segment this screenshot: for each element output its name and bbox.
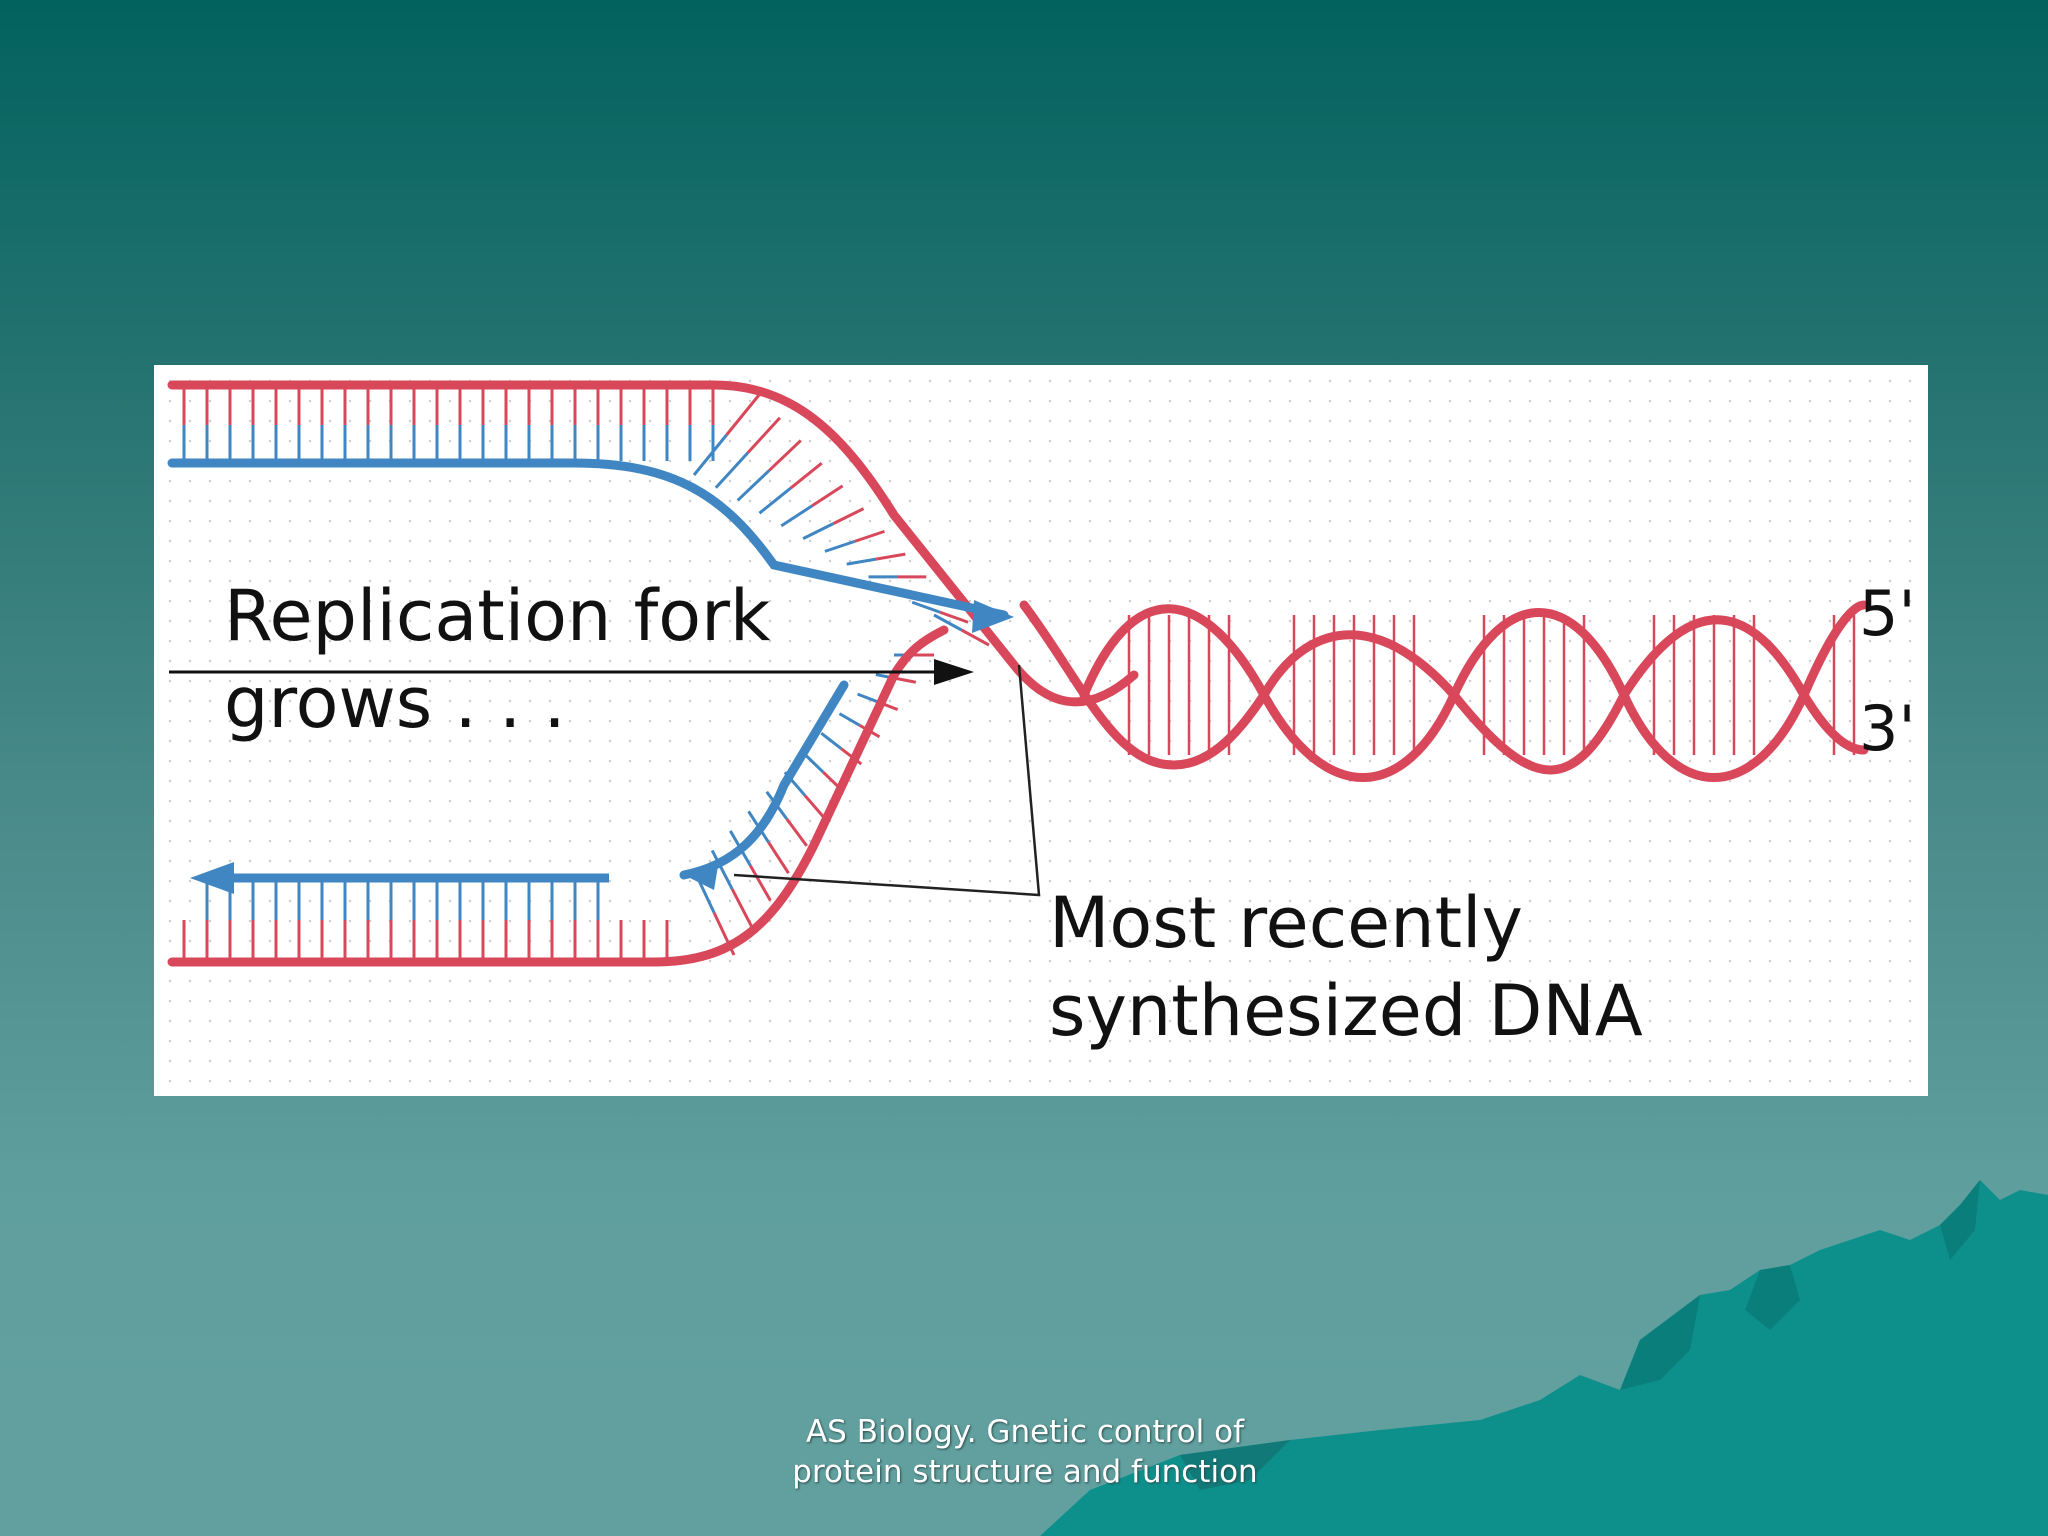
label-synthesized-dna: synthesized DNA <box>1049 970 1643 1052</box>
fork-rung-blue <box>714 451 749 489</box>
bottom-fork-rung-red <box>785 817 808 847</box>
recent-dna-pointer-line <box>733 664 1041 897</box>
fork-direction-arrowhead <box>934 659 974 685</box>
bottom-new-strand-arrowhead-left <box>190 862 234 894</box>
footer-line-2: protein structure and function <box>792 1454 1258 1490</box>
fork-rung-red <box>746 416 782 454</box>
fork-rung-red <box>725 394 761 436</box>
fork-rung-red <box>960 628 990 647</box>
label-most-recently: Most recently <box>1049 882 1523 964</box>
fork-rung-red <box>832 507 865 525</box>
bottom-fork-rung-blue <box>838 712 861 727</box>
label-replication-fork: Replication fork <box>224 575 771 657</box>
fork-rung-blue <box>802 522 834 540</box>
bottom-fork-rung-blue <box>710 849 734 890</box>
fork-rung-red <box>768 439 802 472</box>
top-new-strand <box>167 458 1009 620</box>
fork-rung-blue <box>911 600 941 614</box>
fork-rung-blue <box>692 434 728 476</box>
helix-strand-b <box>1019 600 1869 775</box>
fork-rung-blue <box>780 504 813 528</box>
fork-rung-blue <box>846 557 877 566</box>
fork-rung-blue <box>736 469 771 502</box>
bottom-new-strand-arrowhead-inner <box>684 860 719 890</box>
base-pair-rungs <box>182 387 990 960</box>
fork-rung-red <box>854 529 885 543</box>
bottom-fork-rung-red <box>803 794 827 820</box>
fork-rung-blue <box>758 487 792 515</box>
slide-footer: AS Biology. Gnetic control of protein st… <box>700 1412 1350 1492</box>
fork-rung-red <box>875 552 906 561</box>
bottom-parental-strand <box>167 625 949 967</box>
label-5-prime: 5' <box>1859 577 1916 650</box>
bottom-fork-rung-red <box>749 864 772 902</box>
helix-strand-a <box>1079 600 1869 782</box>
dna-replication-svg: Replication fork grows . . . Most recent… <box>167 380 1916 1052</box>
bottom-fork-rung-red <box>730 888 754 929</box>
bottom-fork-rung-blue <box>820 731 843 750</box>
bottom-fork-rung-red <box>767 841 790 874</box>
fork-rung-blue <box>824 539 856 553</box>
top-new-strand-arrowhead <box>972 600 1014 633</box>
fork-rung-red <box>811 484 844 508</box>
bottom-fork-rung-blue <box>857 692 879 704</box>
dna-replication-diagram: Replication fork grows . . . Most recent… <box>154 365 1928 1096</box>
label-grows: grows . . . <box>224 662 566 744</box>
footer-line-1: AS Biology. Gnetic control of <box>805 1414 1245 1450</box>
fork-rung-red <box>939 610 969 624</box>
bottom-fork-rung-red <box>895 676 917 684</box>
fork-rung-red <box>789 462 823 490</box>
helix-base-pairs <box>1127 615 1856 755</box>
bottom-new-strand-near-fork <box>679 680 849 880</box>
fork-rung-blue <box>933 613 963 632</box>
label-3-prime: 3' <box>1859 692 1916 765</box>
